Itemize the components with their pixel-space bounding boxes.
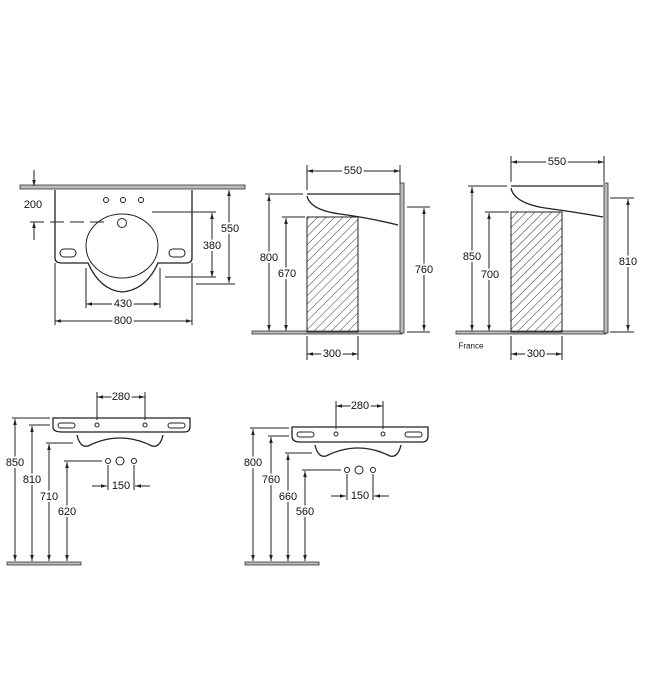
dim-depth: 550 — [344, 165, 362, 177]
front-view-low: 280 150 800 760 660 560 — [242, 398, 429, 566]
side-view-france: 550 850 700 810 300 France — [455, 154, 639, 362]
basin-profile — [510, 185, 604, 218]
dim-bracket-height: 810 — [23, 474, 41, 486]
dim-bracket-height: 760 — [415, 264, 433, 276]
dim-underside-height: 660 — [279, 491, 297, 503]
dim-depth: 550 — [548, 156, 566, 168]
wall — [399, 182, 405, 334]
knee-clearance-zone — [510, 211, 563, 333]
france-label: France — [459, 342, 484, 351]
dim-valve-height: 560 — [296, 506, 314, 518]
dim-rim-height: 850 — [463, 251, 481, 263]
dim-clearance-height: 700 — [481, 269, 499, 281]
dim-wall-offset: 200 — [24, 199, 42, 211]
mounting-slot-left — [59, 248, 77, 258]
bowl — [85, 213, 159, 279]
dim-tap-spacing: 280 — [112, 391, 130, 403]
dim-rim-height: 800 — [244, 457, 262, 469]
dim-rim-height: 850 — [6, 457, 24, 469]
basin-underside — [76, 434, 164, 447]
dim-knee-depth: 300 — [323, 348, 341, 360]
basin-front — [291, 426, 429, 443]
basin-underside — [314, 444, 402, 457]
dim-valve-spacing: 150 — [351, 490, 369, 502]
mounting-slot-right — [168, 248, 186, 258]
dim-rim-height: 800 — [260, 252, 278, 264]
front-view-high: 280 150 850 810 710 620 — [4, 389, 191, 566]
dim-bracket-height: 810 — [619, 256, 637, 268]
side-view-standard: 550 800 670 760 300 — [251, 163, 435, 362]
valve-symbols — [344, 465, 376, 475]
dim-overall-width: 800 — [114, 315, 132, 327]
wall-plate — [19, 184, 246, 190]
dim-overall-depth: 550 — [221, 223, 239, 235]
floor — [244, 561, 320, 566]
dim-bracket-height: 760 — [262, 474, 280, 486]
floor — [6, 561, 82, 566]
dim-valve-height: 620 — [58, 506, 76, 518]
basin-outline — [54, 190, 193, 293]
wall — [603, 182, 609, 334]
knee-clearance-zone — [306, 216, 359, 333]
dim-bowl-width: 430 — [114, 298, 132, 310]
top-plan-view: 200 550 380 430 800 — [19, 170, 246, 329]
basin-front — [52, 417, 191, 433]
dim-knee-depth: 300 — [527, 348, 545, 360]
dim-tap-spacing: 280 — [351, 400, 369, 412]
dim-underside-height: 710 — [40, 491, 58, 503]
dim-bowl-depth: 380 — [203, 240, 221, 252]
tap-holes — [103, 197, 144, 228]
valve-symbols — [105, 456, 137, 466]
dim-clearance-height: 670 — [278, 268, 296, 280]
overflow-hole — [117, 218, 127, 228]
basin-profile — [306, 193, 400, 226]
dim-valve-spacing: 150 — [112, 480, 130, 492]
